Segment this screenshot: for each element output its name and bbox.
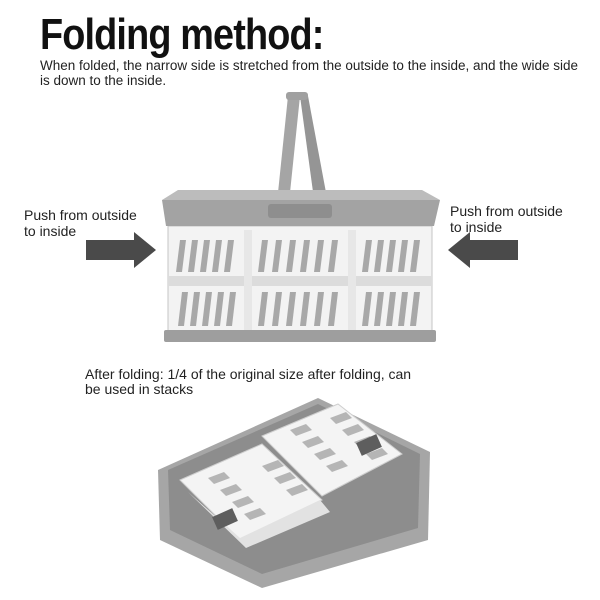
page-title: Folding method: [40, 10, 324, 59]
push-label-right-line2: to inside [450, 219, 503, 235]
open-basket-image [162, 92, 440, 342]
folding-instructions: When folded, the narrow side is stretche… [40, 58, 579, 88]
push-label-left: Push from outside to inside [24, 207, 137, 239]
folded-basket-image [158, 398, 430, 588]
push-label-left-line2: to inside [24, 223, 77, 239]
after-folding-text: After folding: 1/4 of the original size … [85, 367, 485, 397]
arrow-right-icon [86, 232, 156, 268]
push-label-left-line1: Push from outside [24, 207, 137, 223]
push-label-right: Push from outside to inside [450, 203, 563, 235]
push-label-right-line1: Push from outside [450, 203, 563, 219]
after-folding-line2: be used in stacks [85, 381, 194, 397]
after-folding-line1: After folding: 1/4 of the original size … [85, 366, 412, 382]
arrow-left-icon [448, 232, 518, 268]
